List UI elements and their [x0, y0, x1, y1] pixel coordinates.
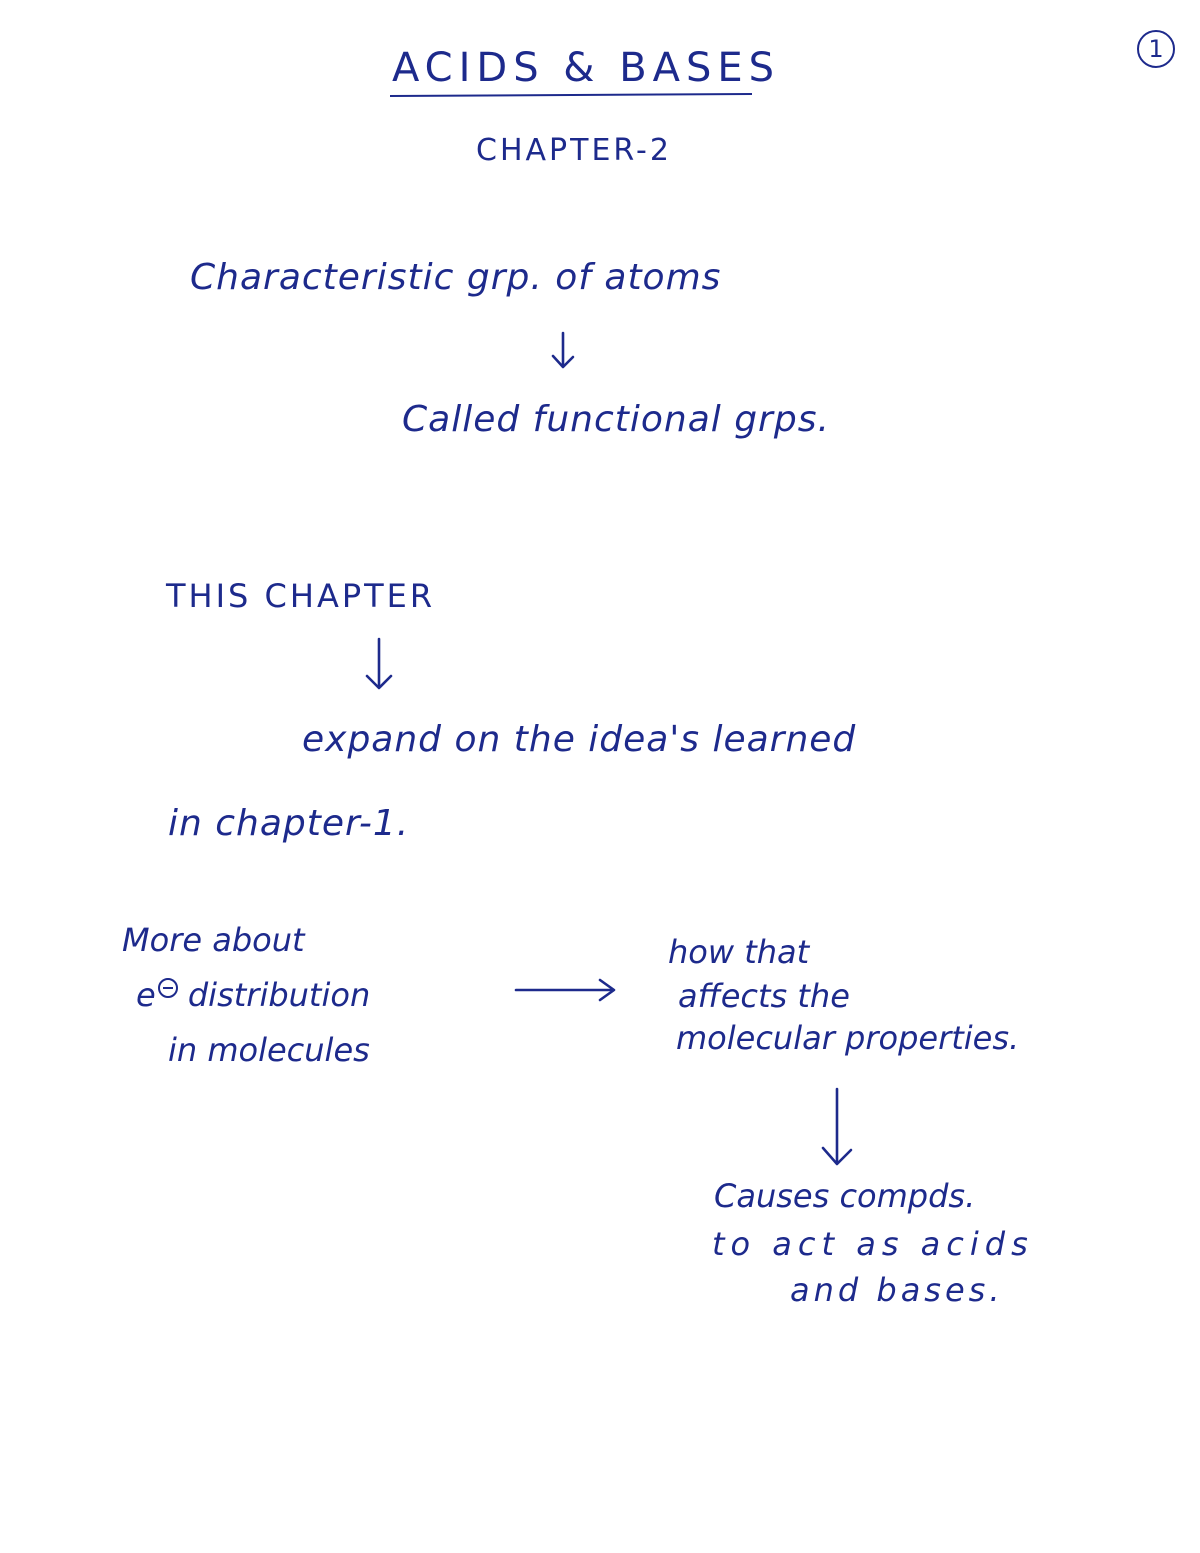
result-line2: to act as acids: [712, 1225, 1034, 1263]
electron-symbol: e: [136, 976, 156, 1014]
distribution-word: distribution: [187, 976, 371, 1014]
page-title: ACIDS & BASES: [392, 45, 781, 91]
effect-line3: molecular properties.: [676, 1019, 1020, 1057]
result-line1: Causes compds.: [714, 1177, 976, 1215]
effect-line2: affects the: [678, 977, 850, 1015]
chapter-goal-line2: in chapter-1.: [168, 803, 410, 844]
negative-charge-icon: [157, 978, 178, 998]
down-arrow-icon: [551, 331, 575, 369]
this-chapter-heading: THIS CHAPTER: [166, 577, 436, 615]
functional-group-name: Called functional grps.: [402, 399, 830, 440]
electron-distribution-line2: e distribution: [136, 978, 370, 1011]
chapter-goal-line1: expand on the idea's learned: [302, 719, 857, 760]
effect-line1: how that: [668, 933, 810, 971]
electron-distribution-line1: More about: [122, 921, 305, 959]
down-arrow-icon: [821, 1087, 853, 1166]
page-number: 1: [1137, 30, 1175, 68]
title-underline: [389, 93, 753, 97]
functional-group-definition: Characteristic grp. of atoms: [190, 257, 722, 298]
result-line3: and bases.: [790, 1271, 1004, 1309]
electron-distribution-line3: in molecules: [168, 1031, 370, 1069]
down-arrow-icon: [365, 637, 393, 690]
right-arrow-icon: [514, 978, 616, 1002]
chapter-subtitle: CHAPTER-2: [476, 133, 672, 168]
